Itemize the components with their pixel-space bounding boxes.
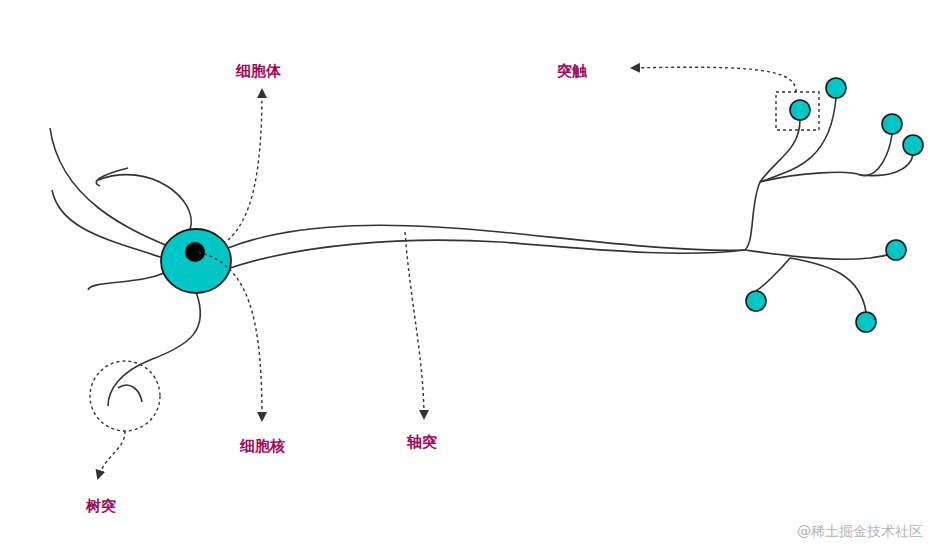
part-label: 树突 bbox=[86, 497, 116, 515]
synapse-terminals bbox=[746, 78, 923, 332]
part-label: 细胞体 bbox=[236, 62, 281, 80]
nucleus bbox=[185, 242, 205, 262]
part-label: 突触 bbox=[557, 62, 587, 80]
part-label: 轴突 bbox=[407, 433, 437, 451]
watermark: @稀土掘金技术社区 bbox=[797, 523, 923, 540]
leader-lines bbox=[90, 67, 819, 478]
part-label: 细胞核 bbox=[240, 437, 285, 455]
axon bbox=[228, 98, 913, 312]
